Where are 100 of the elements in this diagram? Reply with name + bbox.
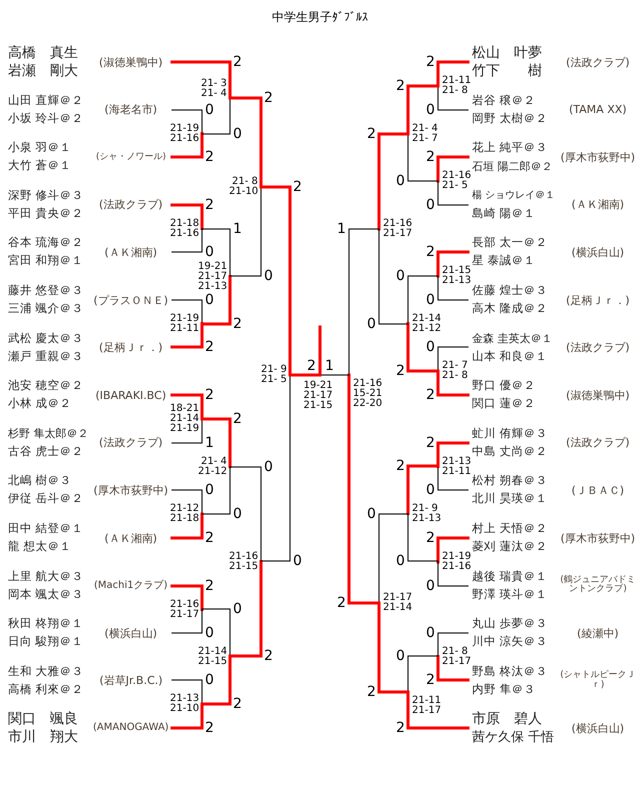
match-score: 0	[233, 507, 242, 521]
match-score: 2	[205, 579, 214, 593]
game-score: 21-17	[412, 706, 442, 716]
game-score: 21-15	[442, 266, 472, 276]
player-name: 古谷 虎士＠２	[8, 446, 84, 458]
game-score: 21-19	[442, 552, 472, 562]
club-name: (法政クラブ)	[99, 437, 163, 448]
player-name: 内野 隼＠３	[472, 684, 536, 696]
player-name: 市川 翔大	[8, 730, 78, 744]
game-score: 21-12	[412, 324, 442, 334]
match-score: 2	[426, 388, 435, 402]
player-name: 小泉 羽＠１	[8, 142, 72, 154]
player-name: 高橋 利來＠２	[8, 684, 84, 696]
game-score: 21- 8	[232, 177, 258, 187]
game-score: 21- 3	[201, 79, 227, 89]
game-score: 15-21	[353, 389, 382, 399]
match-score: 1	[233, 222, 242, 236]
match-score: 2	[205, 340, 214, 354]
match-score: 0	[367, 507, 376, 521]
match-score: 2	[307, 359, 316, 373]
player-name: 小坂 玲斗＠２	[8, 112, 84, 124]
game-score: 21-13	[442, 456, 472, 466]
match-score: 0	[426, 103, 435, 117]
game-score: 21-14	[412, 314, 442, 324]
match-score: 0	[396, 269, 405, 283]
player-name: 深野 修斗＠３	[8, 190, 84, 202]
game-score: 21-17	[383, 593, 412, 603]
match-score: 2	[293, 180, 302, 194]
player-name: 北川 昊瑛＠１	[472, 493, 548, 505]
game-score: 21-11	[412, 696, 442, 706]
club-name: (ＡＫ湘南)	[572, 199, 624, 210]
player-name: 上里 航大＠３	[8, 570, 84, 582]
game-score: 21-16	[353, 379, 382, 389]
match-score: 0	[396, 554, 405, 568]
game-score: 21-13	[170, 694, 200, 704]
game-score: 21-11	[170, 324, 200, 334]
club-name: (淑徳巣鴨中)	[566, 390, 630, 401]
player-name: 北嶋 樹＠３	[8, 475, 72, 487]
match-score: 2	[426, 150, 435, 164]
game-score: 21- 9	[261, 365, 287, 375]
club-name: (足柄Ｊｒ．)	[566, 294, 630, 306]
player-name: 高木 隆成＠２	[472, 303, 548, 314]
game-score: 21- 7	[412, 134, 438, 144]
club-name: (鶴ジュニアバドミントンクラブ)	[560, 576, 636, 596]
match-score: 2	[396, 364, 405, 378]
club-name: (Machi1クラブ)	[94, 580, 168, 591]
game-score: 22-20	[353, 399, 382, 409]
match-score: 2	[205, 198, 214, 212]
game-score: 21-15	[198, 656, 228, 666]
match-score: 0	[396, 174, 405, 188]
club-name: (淑徳巣鴨中)	[99, 56, 163, 68]
player-name: 島崎 陽＠１	[472, 208, 536, 220]
player-name: 秋田 柊翔＠１	[8, 618, 84, 630]
player-name: 野島 柊汰＠３	[472, 666, 548, 678]
player-name: 杉野 隼太郎＠２	[8, 428, 88, 440]
player-name: 花上 純平＠３	[472, 142, 548, 154]
player-name: 関口 颯良	[8, 712, 78, 726]
match-score: 0	[233, 127, 242, 141]
player-name: 藤井 悠登＠３	[8, 285, 84, 296]
game-score: 18-21	[170, 404, 200, 414]
match-score: 2	[233, 412, 242, 426]
match-score: 0	[205, 103, 214, 117]
player-name: 関口 蓮＠２	[472, 398, 536, 410]
player-name: 茜ケ久保 千悟	[472, 730, 554, 744]
game-score: 21-18	[170, 218, 200, 228]
player-name: 松山 叶夢	[472, 46, 542, 60]
player-name: 池安 穂空＠２	[8, 380, 84, 392]
game-score: 19-21	[198, 262, 228, 272]
match-score: 2	[367, 127, 376, 141]
club-name: (厚木市荻野中)	[560, 532, 636, 544]
game-score: 21-12	[198, 466, 228, 476]
game-score: 21-13	[198, 282, 228, 292]
player-name: 宮田 和翔＠１	[8, 255, 84, 267]
game-score: 21- 4	[201, 456, 227, 466]
game-score: 21-19	[170, 424, 200, 434]
player-name: 小林 成＠２	[8, 398, 72, 410]
game-score: 21-16	[383, 219, 412, 229]
match-score: 2	[426, 436, 435, 450]
match-score: 0	[426, 293, 435, 307]
player-name: 松村 朔春＠３	[472, 475, 548, 487]
match-score: 0	[233, 602, 242, 616]
match-score: 0	[205, 293, 214, 307]
match-score: 2	[233, 317, 242, 331]
game-score: 21-13	[412, 514, 442, 524]
player-name: 市原 碧人	[472, 712, 542, 726]
game-score: 21-16	[442, 562, 472, 572]
game-score: 21- 7	[442, 361, 468, 371]
game-score: 21-18	[170, 514, 200, 524]
game-score: 21-19	[170, 314, 200, 324]
club-name: (法政クラブ)	[99, 199, 163, 210]
club-name: (AMANOGAWA)	[93, 723, 169, 734]
player-name: 川中 涼矢＠３	[472, 636, 548, 648]
game-score: 21-17	[383, 229, 412, 239]
match-score: 2	[426, 245, 435, 259]
club-name: (法政クラブ)	[566, 437, 630, 448]
game-score: 21-12	[170, 504, 200, 514]
player-name: 生和 大雅＠３	[8, 666, 84, 678]
match-score: 0	[426, 626, 435, 640]
title: 中学生男子ﾀﾞﾌﾞﾙｽ	[272, 11, 368, 23]
club-name: (TAMA XX)	[569, 104, 627, 116]
